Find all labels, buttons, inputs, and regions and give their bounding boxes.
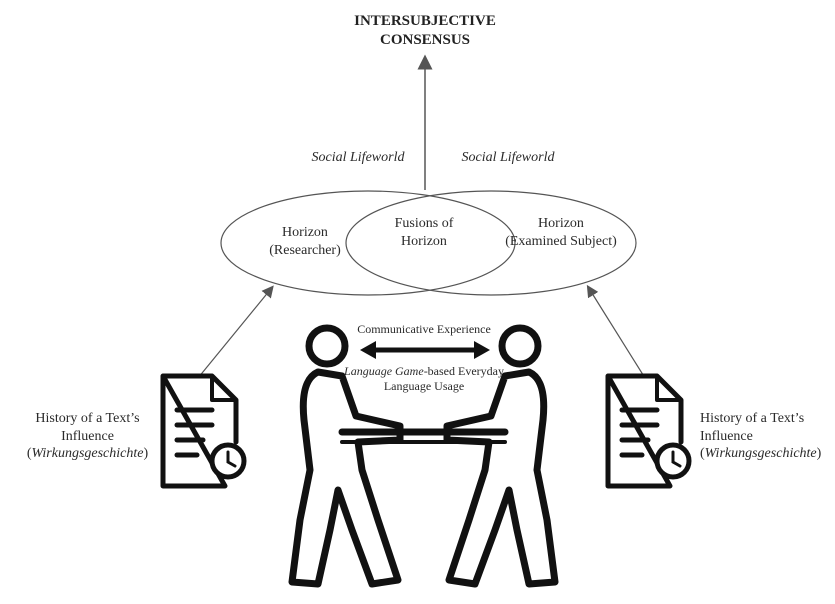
history-right-line3: (Wirkungsgeschichte) [700, 445, 830, 463]
paren-open: ( [700, 446, 705, 461]
history-left-line2: Influence [61, 428, 114, 444]
communication-double-arrow [360, 341, 490, 359]
consensus-title-line1: INTERSUBJECTIVE [354, 13, 496, 29]
consensus-title: INTERSUBJECTIVE CONSENSUS [345, 12, 505, 50]
paren-close: ) [143, 446, 149, 461]
language-game-term: Language Game [344, 364, 424, 378]
language-usage-line: Language Usage [383, 379, 465, 393]
history-left-line1: History of a Text’s [35, 411, 140, 426]
language-game-rest: -based Everyday [423, 364, 504, 378]
history-right-line1: History of a Text’s [700, 411, 805, 426]
history-left-line3: (Wirkungsgeschichte) [20, 445, 155, 463]
history-right-term: Wirkungsgeschichte [704, 446, 817, 461]
lifeworld-label-right: Social Lifeworld [461, 150, 555, 165]
two-people-interacting-icon [288, 324, 559, 588]
horizon-subject-line2: (Examined Subject) [505, 233, 617, 249]
language-game-label: Language Game-based Everyday Language Us… [339, 364, 509, 394]
paren-close: ) [816, 446, 822, 461]
lifeworld-label-left: Social Lifeworld [311, 150, 405, 165]
horizon-researcher-label: Horizon (Researcher) [250, 224, 360, 259]
horizon-subject-line1: Horizon [538, 216, 584, 231]
language-game-line1: Language Game-based Everyday [339, 364, 509, 379]
document-clock-icon-left [160, 373, 247, 489]
fusion-of-horizon-label: Fusions of Horizon [374, 215, 474, 250]
horizon-ellipse-right [345, 190, 637, 296]
paren-open: ( [26, 446, 32, 461]
history-label-left: History of a Text’s Influence (Wirkungsg… [20, 410, 155, 463]
horizon-subject-label: Horizon (Examined Subject) [491, 215, 631, 250]
history-left-term: Wirkungsgeschichte [31, 446, 144, 461]
arrow-left-history-to-horizon [197, 285, 274, 379]
fusion-line1: Fusions of [394, 216, 454, 231]
arrow-right-history-to-horizon [586, 284, 646, 379]
horizon-researcher-line1: Horizon [282, 225, 328, 240]
consensus-title-line2: CONSENSUS [379, 31, 471, 48]
document-clock-icon-right [605, 373, 692, 489]
communicative-experience-label: Communicative Experience [357, 322, 491, 336]
horizon-researcher-line2: (Researcher) [269, 242, 341, 258]
fusion-line2: Horizon [401, 233, 447, 249]
history-right-line2: Influence [700, 428, 753, 444]
horizon-ellipse-left [220, 190, 516, 296]
history-label-right: History of a Text’s Influence (Wirkungsg… [700, 410, 830, 463]
